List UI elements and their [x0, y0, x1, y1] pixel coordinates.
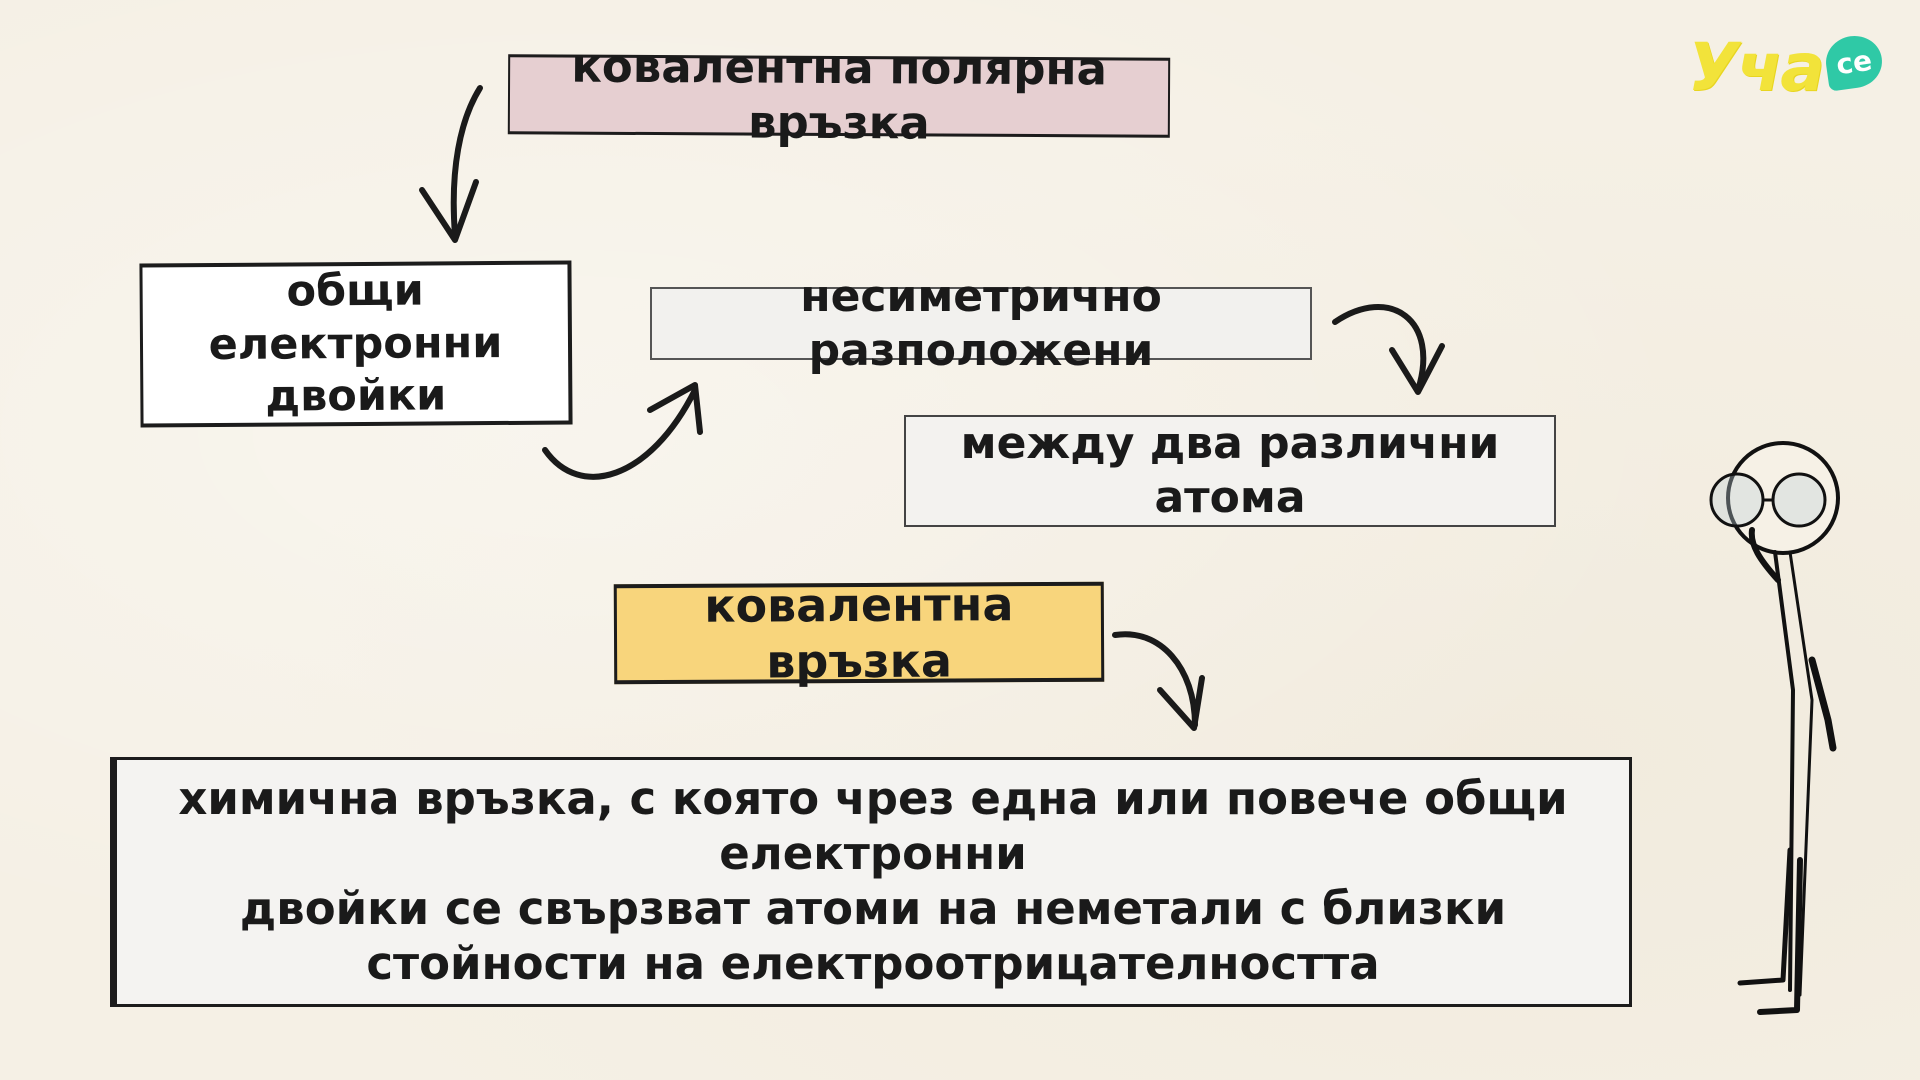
asymmetric-label: несиметрично разположени — [800, 270, 1162, 376]
arrow-shared-to-asym — [542, 387, 698, 480]
figure-body — [1773, 550, 1795, 992]
arrow-covalent-to-definition — [1112, 631, 1198, 728]
arrowhead-covalent-to-definition — [1157, 675, 1205, 731]
figure-head — [1726, 441, 1840, 555]
logo-text: Уча — [1688, 29, 1825, 106]
between-atoms-box: между два различни атома — [904, 415, 1556, 527]
figure-leg-right — [1757, 857, 1803, 1015]
between-atoms-label: между два различни атома — [960, 418, 1500, 523]
arrowhead-shared-to-asym — [647, 382, 703, 435]
figure-body-back — [1788, 550, 1814, 997]
figure-arm-raised — [1748, 527, 1781, 583]
definition-box: химична връзка, с която чрез една или по… — [110, 757, 1632, 1007]
arrow-asym-to-between — [1332, 304, 1427, 393]
figure-arm-down — [1808, 656, 1837, 752]
definition-line: двойки се свързват атоми на неметали с б… — [239, 882, 1507, 935]
stick-figure-illustration — [1709, 441, 1840, 1015]
definition-text: химична връзка, с която чрез една или по… — [147, 772, 1599, 992]
glasses-right-lens — [1771, 472, 1827, 528]
arrowhead-asym-to-between — [1389, 343, 1445, 395]
definition-line: химична връзка, с която чрез една или по… — [178, 772, 1568, 881]
asymmetric-box: несиметрично разположени — [650, 271, 1312, 376]
ucha-se-logo: Уча се — [1688, 28, 1888, 108]
arrow-polar-to-shared — [450, 85, 483, 238]
definition-line: стойности на електроотрицателността — [366, 936, 1380, 990]
arrowhead-polar-to-shared — [419, 179, 479, 243]
figure-leg-left — [1737, 847, 1793, 986]
glasses-left-lens — [1709, 472, 1765, 528]
